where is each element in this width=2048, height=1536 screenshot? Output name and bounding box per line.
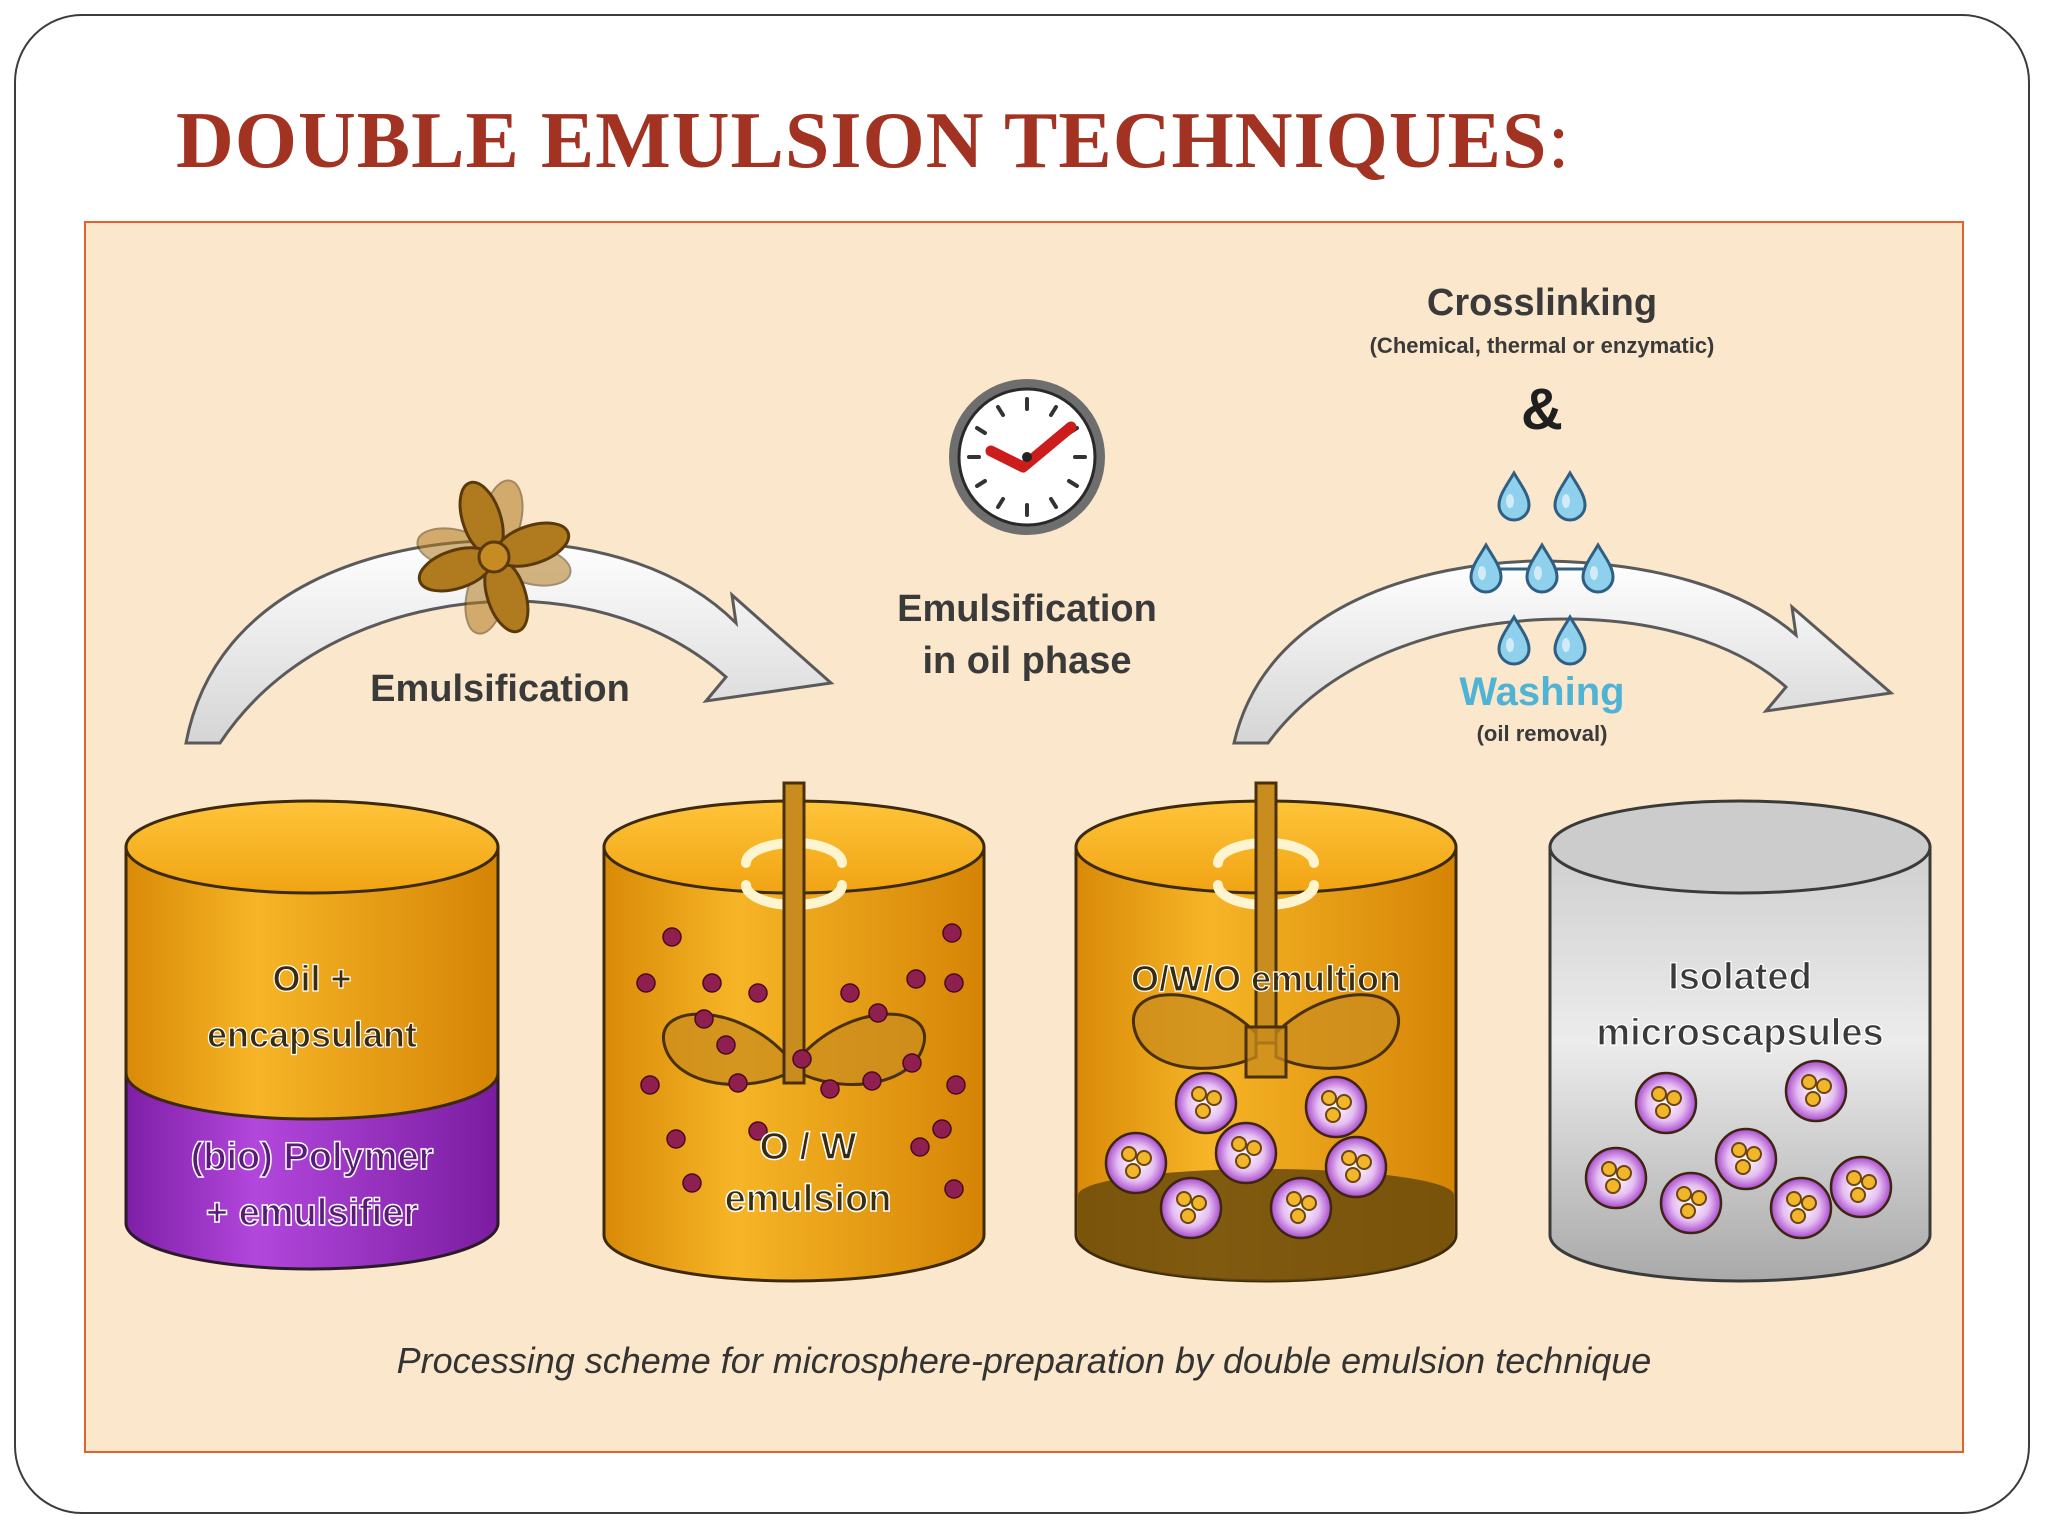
- diagram-caption: Processing scheme for microsphere-prepar…: [397, 1340, 1652, 1381]
- water-drops-icon: [1469, 471, 1615, 666]
- stirrer-blades: [1132, 993, 1400, 1079]
- step-crosslinking-label: Crosslinking: [1427, 282, 1657, 324]
- vessel2-line1: O / W: [759, 1126, 856, 1168]
- step-washing-label: Washing: [1459, 670, 1624, 714]
- arrow-emulsification: [184, 539, 835, 745]
- vessel3-label: O/W/O emultion: [1131, 958, 1401, 999]
- vessel1-top-line2: encapsulant: [207, 1014, 417, 1055]
- vessel1-bottom-line1: (bio) Polymer: [191, 1136, 434, 1178]
- slide-title-colon: :: [1547, 97, 1571, 185]
- vessel4-line2: microscapsules: [1596, 1012, 1883, 1054]
- arrow-crosslinking-washing: [1232, 559, 1895, 745]
- ampersand-label: &: [1521, 377, 1563, 442]
- slide-title-text: DOUBLE EMULSION TECHNIQUES: [176, 97, 1548, 185]
- clock-icon: [949, 379, 1105, 535]
- vessel2-line2: emulsion: [725, 1178, 892, 1220]
- vessel-oil-polymer: Oil + encapsulant (bio) Polymer + emulsi…: [124, 799, 500, 1271]
- vessel-owo-emulsion: O/W/O emultion: [1074, 781, 1458, 1283]
- vessel1-bottom-line2: + emulsifier: [206, 1192, 418, 1234]
- step-crosslinking-detail: (Chemical, thermal or enzymatic): [1370, 333, 1715, 358]
- vessel-isolated-microcapsules: Isolated microscapsules: [1548, 799, 1932, 1283]
- slide-title: DOUBLE EMULSION TECHNIQUES:: [176, 96, 1571, 187]
- droplets: [636, 923, 966, 1199]
- vessel4-line1: Isolated: [1668, 956, 1812, 998]
- step-oil-phase-line1: Emulsification: [897, 588, 1157, 630]
- stirrer-icon: [1254, 781, 1278, 1045]
- vessel-ow-emulsion: O / W emulsion: [602, 781, 986, 1283]
- step-washing-detail: (oil removal): [1477, 721, 1608, 746]
- vessel1-top-line1: Oil +: [272, 958, 351, 999]
- propeller-icon: [416, 479, 572, 635]
- stirrer-icon: [782, 781, 806, 1085]
- step-oil-phase-line2: in oil phase: [922, 640, 1131, 682]
- step-emulsification-label: Emulsification: [370, 668, 630, 710]
- diagram-panel: Emulsification Emulsification in oil pha…: [84, 221, 1964, 1453]
